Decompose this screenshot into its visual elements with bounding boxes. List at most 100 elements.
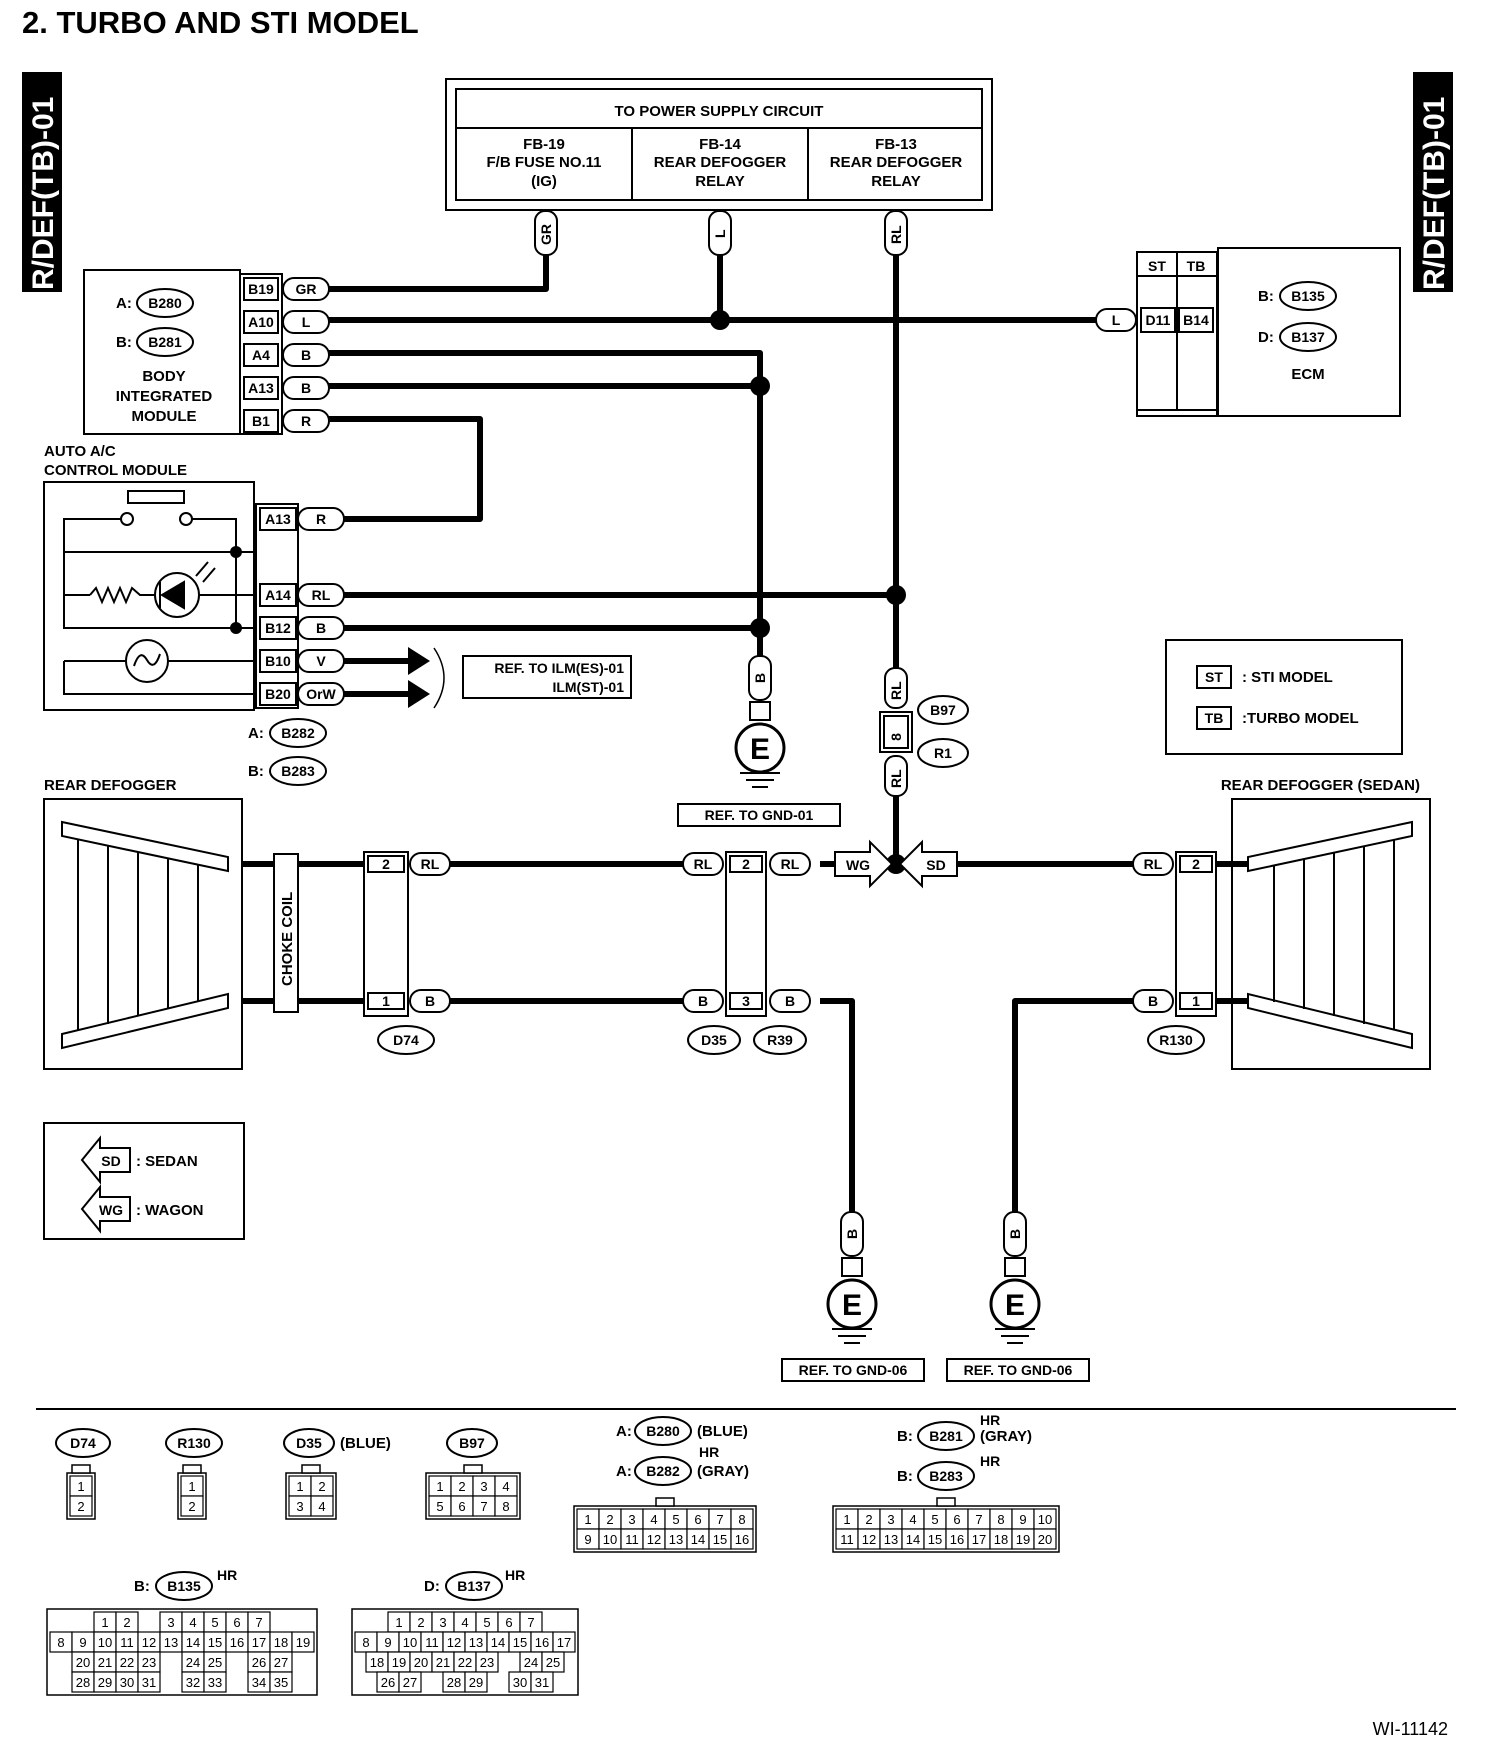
- rear-defogger-left: REAR DEFOGGER: [43, 777, 243, 1070]
- pinout-pin-number: 3: [887, 1512, 894, 1527]
- power-wire-tags: GR L RL: [534, 210, 908, 256]
- power-header: TO POWER SUPPLY CIRCUIT: [615, 103, 824, 120]
- pinout-pin-number: 8: [502, 1499, 509, 1514]
- cv-b137: B137: [457, 1578, 491, 1594]
- pinout-pin-number: 7: [716, 1512, 723, 1527]
- bim-pin-1: B19: [248, 281, 274, 297]
- pinout-pin-number: 7: [255, 1615, 262, 1630]
- d35-wire-top-left: RL: [694, 856, 713, 872]
- bim-conn-a-prefix: A:: [116, 295, 132, 312]
- gnd01-ref: REF. TO GND-01: [705, 807, 814, 823]
- pinout-cell: [137, 1671, 161, 1693]
- pinout-pin-number: 4: [650, 1512, 657, 1527]
- wire-tag-l: L: [712, 229, 728, 238]
- r130-wire-bot: B: [1148, 993, 1158, 1009]
- legend-sd-text: : SEDAN: [136, 1153, 198, 1170]
- pinout-pin-number: 29: [98, 1675, 112, 1690]
- pinout-pin-number: 24: [186, 1655, 200, 1670]
- pinout-pin-number: 15: [513, 1635, 527, 1650]
- ecm-hdr-st: ST: [1148, 258, 1166, 274]
- cv-b281-color: (GRAY): [980, 1428, 1032, 1445]
- pinout-pin-number: 8: [57, 1635, 64, 1650]
- side-label-left: R/DEF(TB)-01: [22, 72, 62, 292]
- acm-conn-b-prefix: B:: [248, 763, 264, 780]
- power-cell-2-line1: FB-14: [699, 136, 741, 153]
- pinout-pin-number: 6: [505, 1615, 512, 1630]
- pinout-pin-number: 15: [713, 1532, 727, 1547]
- cv-b135-hr: HR: [217, 1567, 237, 1583]
- b97-r1-connector: RL 8 RL B97 R1: [879, 667, 969, 797]
- pinout-pin-number: 9: [584, 1532, 591, 1547]
- pinout-pin-number: 23: [480, 1655, 494, 1670]
- pinout-pin-number: 17: [557, 1635, 571, 1650]
- pinout-pin-number: 22: [120, 1655, 134, 1670]
- pinout-pin-number: 23: [142, 1655, 156, 1670]
- pinout-pin-number: 6: [953, 1512, 960, 1527]
- pinout-pin-number: 31: [142, 1675, 156, 1690]
- pinout-cell: [291, 1631, 315, 1653]
- cv-b281-hr: HR: [980, 1412, 1000, 1428]
- pinout-pin-number: 4: [502, 1479, 509, 1494]
- pinout-cell: [464, 1671, 488, 1693]
- cv-b137-hr: HR: [505, 1567, 525, 1583]
- acm-conn-a-prefix: A:: [248, 725, 264, 742]
- pinout-pin-number: 9: [384, 1635, 391, 1650]
- pinout-pin-number: 19: [1016, 1532, 1030, 1547]
- r130-wire-top: RL: [1144, 856, 1163, 872]
- pinout-pin-number: 13: [164, 1635, 178, 1650]
- ecm-wire: L: [1112, 312, 1121, 328]
- pinout-pin-number: 20: [76, 1655, 90, 1670]
- legend-tb-text: :TURBO MODEL: [1242, 710, 1359, 727]
- pinout-pin-number: 15: [928, 1532, 942, 1547]
- ilm-reference: REF. TO ILM(ES)-01 ILM(ST)-01: [462, 655, 632, 699]
- pin-8: 8: [888, 733, 904, 741]
- d35-r39-connector: RL B 2 3 RL B D35 R39: [682, 851, 811, 1055]
- cv-b281: B281: [929, 1428, 963, 1444]
- r130-pin-top: 2: [1192, 856, 1200, 872]
- pinout-pin-number: 1: [395, 1615, 402, 1630]
- pinout-pin-number: 12: [142, 1635, 156, 1650]
- ilm-bracket: [433, 647, 445, 709]
- pinout-pin-number: 2: [458, 1479, 465, 1494]
- conn-r130: R130: [1159, 1032, 1193, 1048]
- sd-arrow-label: SD: [926, 857, 945, 873]
- d74-connector: 2 1 RL B D74: [363, 851, 451, 1055]
- pinout-pin-number: 11: [840, 1532, 854, 1547]
- pinout-pin-number: 5: [672, 1512, 679, 1527]
- bim-pin-2: A10: [248, 314, 274, 330]
- conn-d35: D35: [701, 1032, 727, 1048]
- pinout-pin-number: 28: [447, 1675, 461, 1690]
- pinout-pin-number: 7: [975, 1512, 982, 1527]
- ecm-name: ECM: [1291, 366, 1324, 383]
- pinout-pin-number: 4: [909, 1512, 916, 1527]
- pinout-pin-number: 19: [392, 1655, 406, 1670]
- cv-b280-color: (BLUE): [697, 1423, 748, 1440]
- acm-pin-2: A14: [265, 587, 291, 603]
- bim-wire-1: GR: [296, 281, 317, 297]
- cv-b282-hr: HR: [699, 1444, 719, 1460]
- pinout-pin-number: 20: [414, 1655, 428, 1670]
- auto-ac-control-module: AUTO A/C CONTROL MODULE: [43, 443, 345, 786]
- pinout-pin-number: 27: [274, 1655, 288, 1670]
- pinout-pin-number: 25: [208, 1655, 222, 1670]
- pinout-pin-number: 15: [208, 1635, 222, 1650]
- pinout-pin-number: 9: [79, 1635, 86, 1650]
- d35-pin-top: 2: [742, 856, 750, 872]
- power-cell-2-line3: RELAY: [695, 173, 744, 190]
- pinout-pin-number: 6: [694, 1512, 701, 1527]
- pinout-pin-number: 33: [208, 1675, 222, 1690]
- ecm-pin-tb: B14: [1183, 312, 1209, 328]
- pinout-pin-number: 27: [403, 1675, 417, 1690]
- pinout-pin-number: 1: [296, 1479, 303, 1494]
- pinout-pin-number: 4: [461, 1615, 468, 1630]
- ecm: ST TB D11 B14 L B: B135 D: B137 ECM: [1095, 247, 1401, 417]
- pinout-d74: 12: [66, 1464, 96, 1520]
- pinout-pin-number: 8: [738, 1512, 745, 1527]
- ecm-conn-d: B137: [1291, 329, 1325, 345]
- choke-coil: CHOKE COIL: [273, 853, 299, 1013]
